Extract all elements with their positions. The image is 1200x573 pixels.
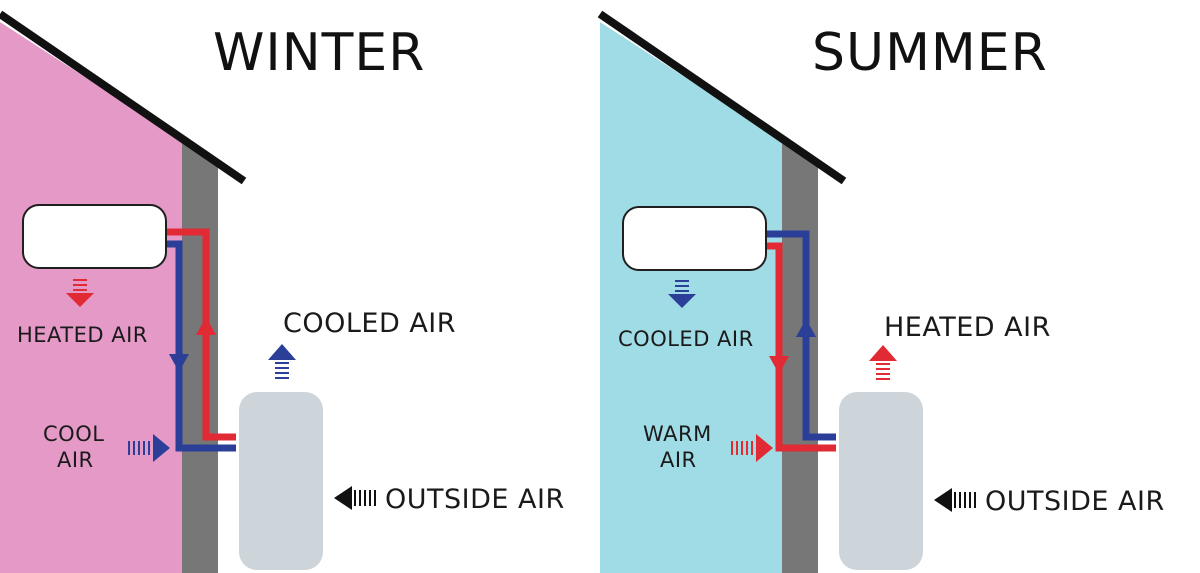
summer-roof-line [597, 10, 847, 185]
winter-hot-line-arrow-icon [196, 317, 216, 335]
winter-title: WINTER [213, 23, 425, 83]
winter-intake-arrow-icon [128, 434, 170, 462]
winter-cold-line-arrow-icon [169, 354, 189, 372]
summer-panel: SUMMER COOLED AIR WARM AIR [597, 10, 1165, 573]
indoor-unit-icon [622, 206, 767, 271]
winter-outside-air-label: OUTSIDE AIR [385, 484, 565, 515]
indoor-unit-icon [22, 204, 167, 269]
winter-exhaust-arrow-icon [268, 344, 296, 379]
summer-hot-line-arrow-icon [769, 356, 789, 374]
winter-intake-label-line2: AIR [57, 448, 94, 472]
winter-panel: WINTER HEATED AIR COOL AIR [0, 10, 565, 573]
winter-interior-wall [0, 22, 182, 573]
winter-outside-air-arrow-icon [334, 486, 376, 510]
outdoor-unit-icon [239, 392, 323, 570]
summer-intake-label-line2: AIR [660, 448, 697, 472]
summer-title: SUMMER [812, 23, 1048, 83]
summer-cold-line-arrow-icon [796, 319, 816, 337]
summer-indoor-air-arrow-icon [668, 280, 696, 308]
summer-outside-air-label: OUTSIDE AIR [985, 486, 1165, 517]
winter-indoor-air-label: HEATED AIR [17, 323, 148, 347]
summer-hot-line [767, 242, 836, 452]
winter-roof-line [0, 10, 247, 185]
summer-intake-label-line1: WARM [643, 422, 712, 446]
winter-exhaust-label: COOLED AIR [283, 308, 456, 339]
summer-intake-arrow-icon [731, 434, 773, 462]
winter-indoor-air-arrow-icon [66, 279, 94, 307]
summer-indoor-air-label: COOLED AIR [618, 327, 754, 351]
summer-exhaust-arrow-icon [869, 345, 897, 380]
winter-intake-label-line1: COOL [43, 422, 104, 446]
outdoor-unit-icon [839, 392, 923, 570]
summer-exhaust-label: HEATED AIR [884, 312, 1051, 343]
summer-outside-air-arrow-icon [934, 488, 976, 512]
winter-cold-line [167, 240, 236, 452]
